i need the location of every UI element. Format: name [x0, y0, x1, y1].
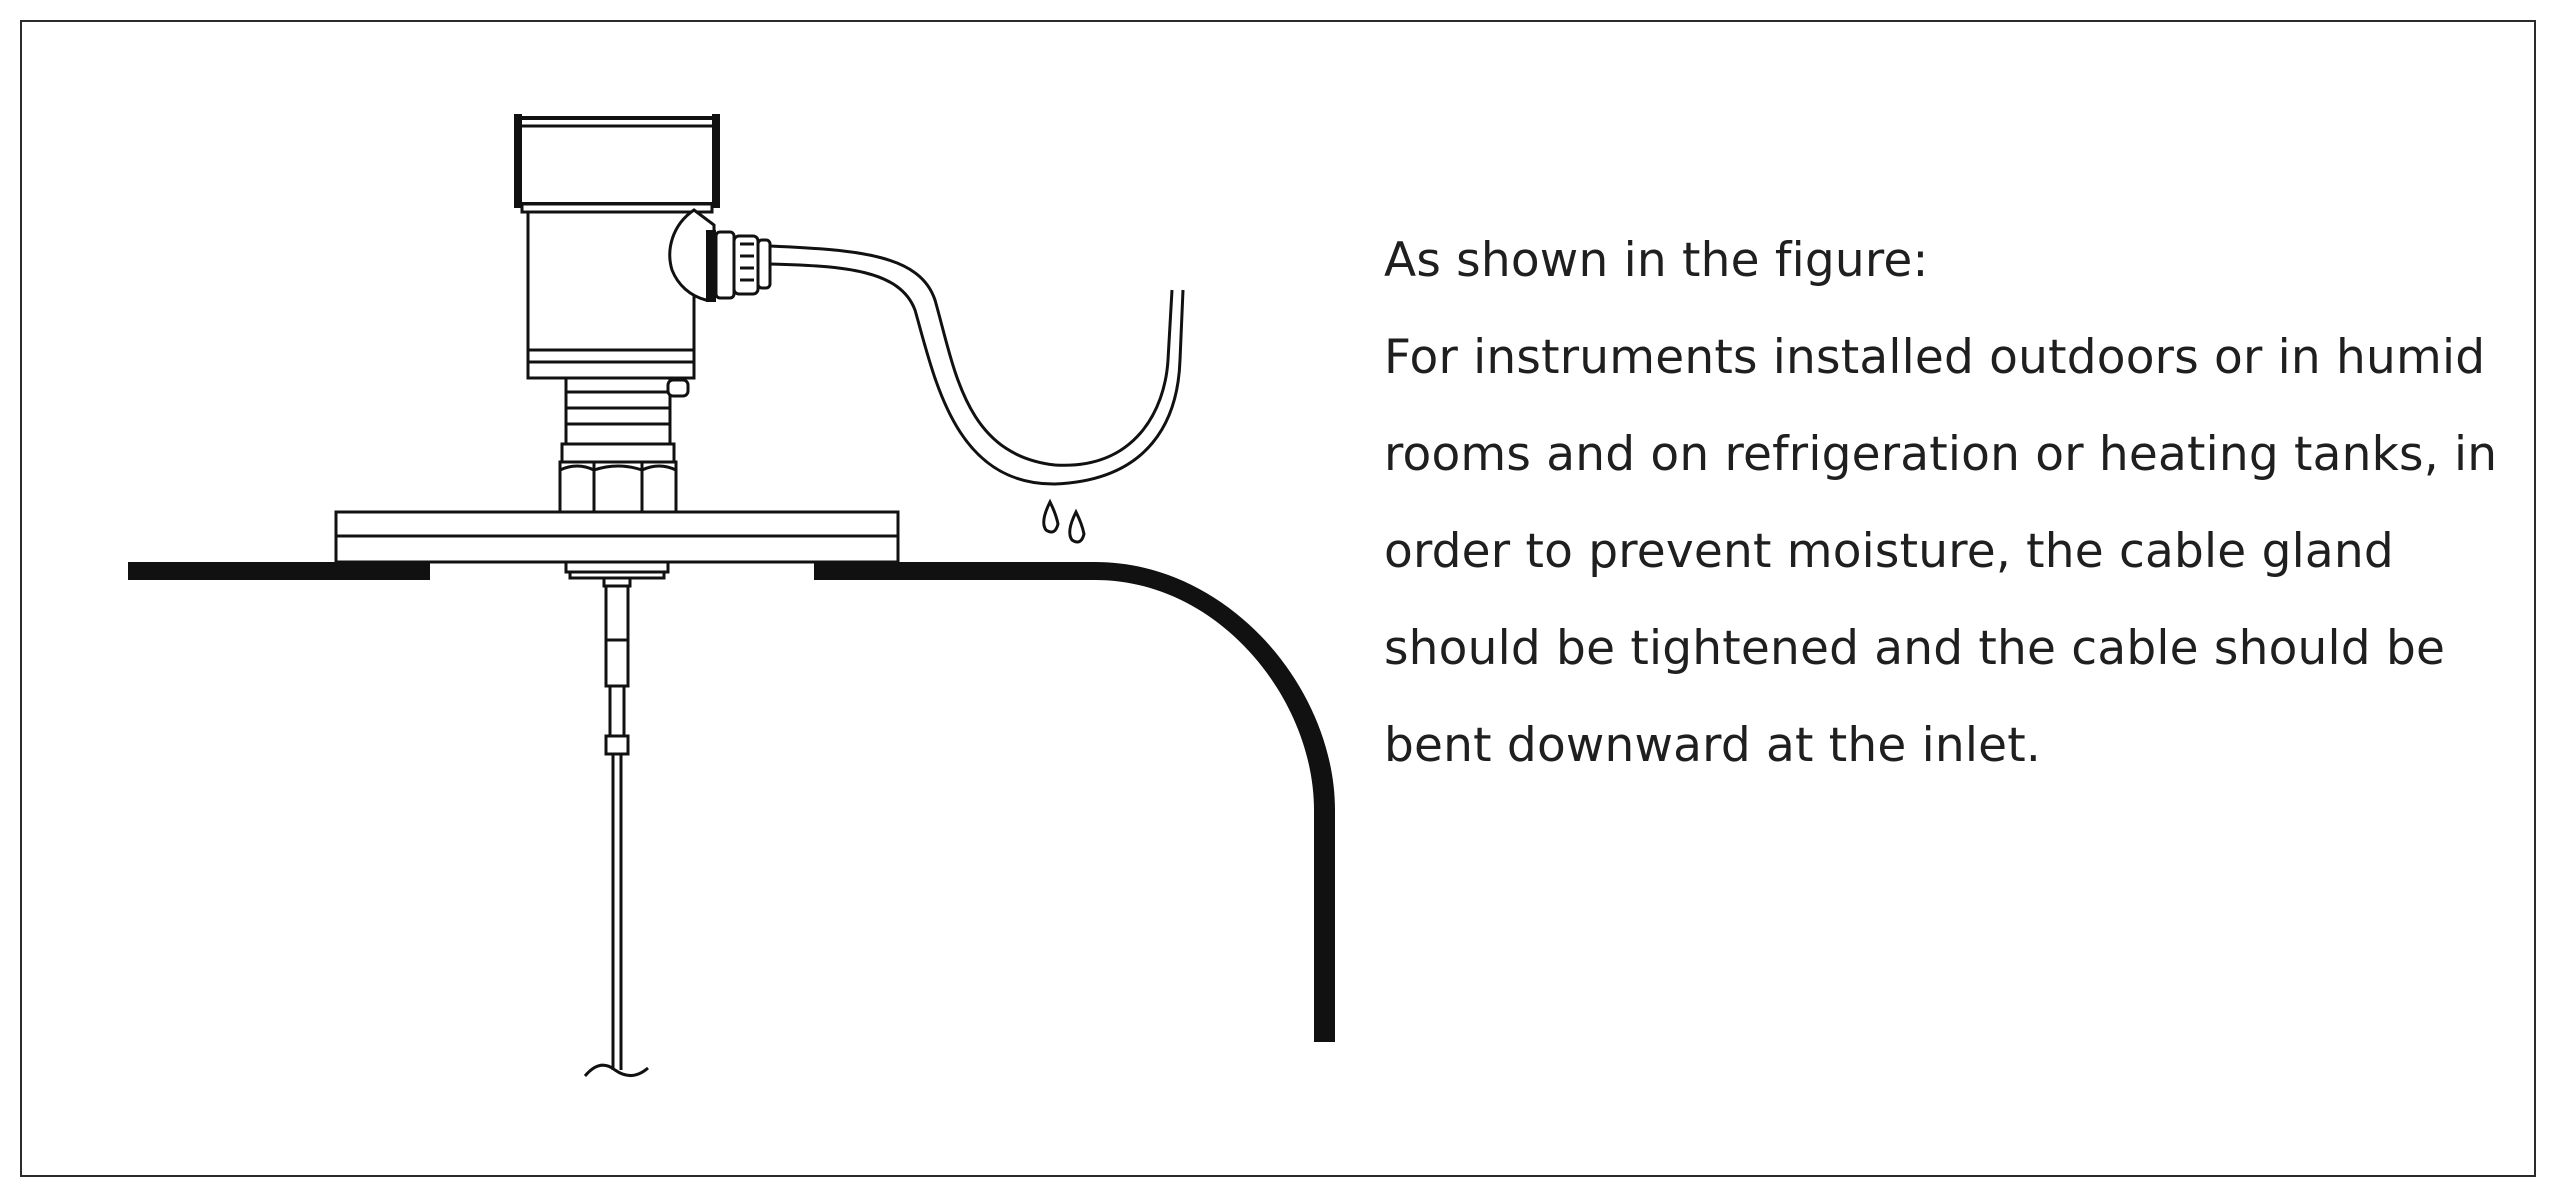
caption-heading: As shown in the figure:: [1384, 233, 1929, 288]
cable-entry-boss: [668, 208, 716, 302]
caption-body: For instruments installed outdoors or in…: [1384, 330, 2498, 773]
housing-body: [526, 208, 696, 364]
mounting-flange: [334, 510, 900, 564]
cable: [769, 244, 1185, 486]
process-connection: [558, 376, 678, 514]
cable-gland: [714, 230, 772, 300]
figure-frame: [20, 20, 2536, 1177]
housing-cover: [514, 114, 720, 214]
caption: As shown in the figure: For instruments …: [1384, 212, 2514, 794]
tank-wall-left: [128, 562, 430, 580]
probe: [564, 560, 670, 1077]
housing-neck: [526, 360, 696, 398]
tank-wall-right: [814, 562, 1335, 1042]
water-droplets: [1042, 498, 1086, 544]
